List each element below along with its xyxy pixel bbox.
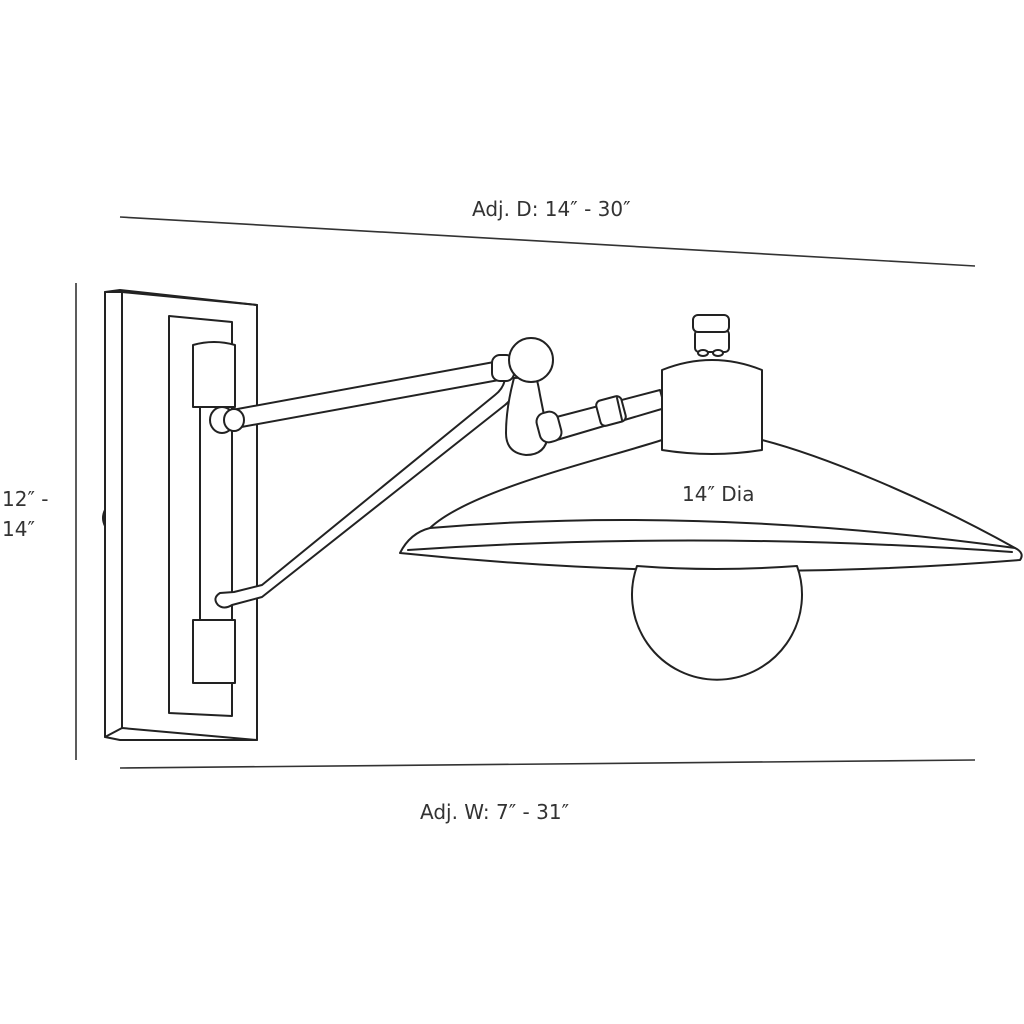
depth-dimension-line [119,216,976,267]
swivel-rod [192,341,236,684]
shade-diameter-label: 14″ Dia [682,482,755,506]
depth-label: Adj. D: 14″ - 30″ [472,197,631,221]
elbow-joint [491,337,554,456]
lamp-head [661,314,763,455]
width-dimension-line [119,759,976,769]
lower-arm [214,364,522,609]
height-label-line2: 14″ [2,517,35,541]
shade-arm [535,389,666,444]
upper-arm-knuckle [209,406,245,434]
bulb [631,565,803,681]
height-label-line1: 12″ - [2,487,49,511]
shade [399,439,1023,572]
width-label: Adj. W: 7″ - 31″ [420,800,570,824]
